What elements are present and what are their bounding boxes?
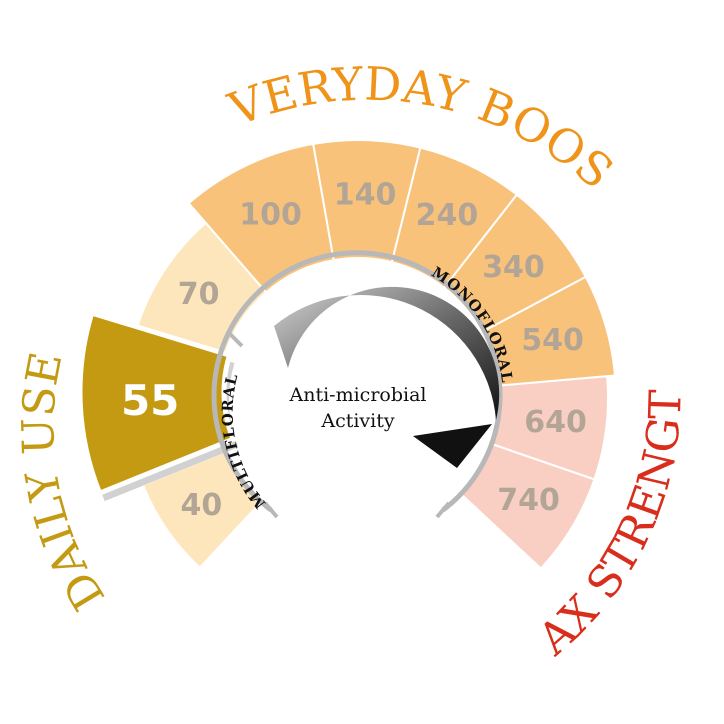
segment-640-label: 640 [524, 405, 587, 440]
scale-tick-left [263, 501, 279, 519]
curved-arrow-icon [274, 286, 500, 468]
center-title-line2: Activity [320, 410, 395, 432]
segment-540-shape [480, 275, 617, 387]
segment-740-label: 740 [497, 483, 560, 518]
segment-55-shape [77, 309, 237, 497]
center-title-line1: Anti-microbial [289, 384, 427, 406]
segment-140-label: 140 [334, 178, 397, 213]
scale-tick-upper [226, 330, 244, 348]
segment-340-label: 340 [482, 250, 545, 285]
segment-540-label: 540 [521, 323, 584, 358]
scale-arc-line [211, 250, 503, 512]
segment-55-label: 55 [121, 376, 179, 425]
segment-40-label: 40 [181, 488, 223, 523]
scale-arc [211, 250, 503, 519]
segment-240-label: 240 [416, 198, 479, 233]
segments-layer [77, 139, 617, 570]
segment-100-label: 100 [239, 197, 302, 232]
scale-tick-right [435, 501, 451, 519]
segment-540 [480, 275, 617, 387]
segment-70-label: 70 [178, 277, 220, 312]
segment-55 [77, 309, 237, 497]
